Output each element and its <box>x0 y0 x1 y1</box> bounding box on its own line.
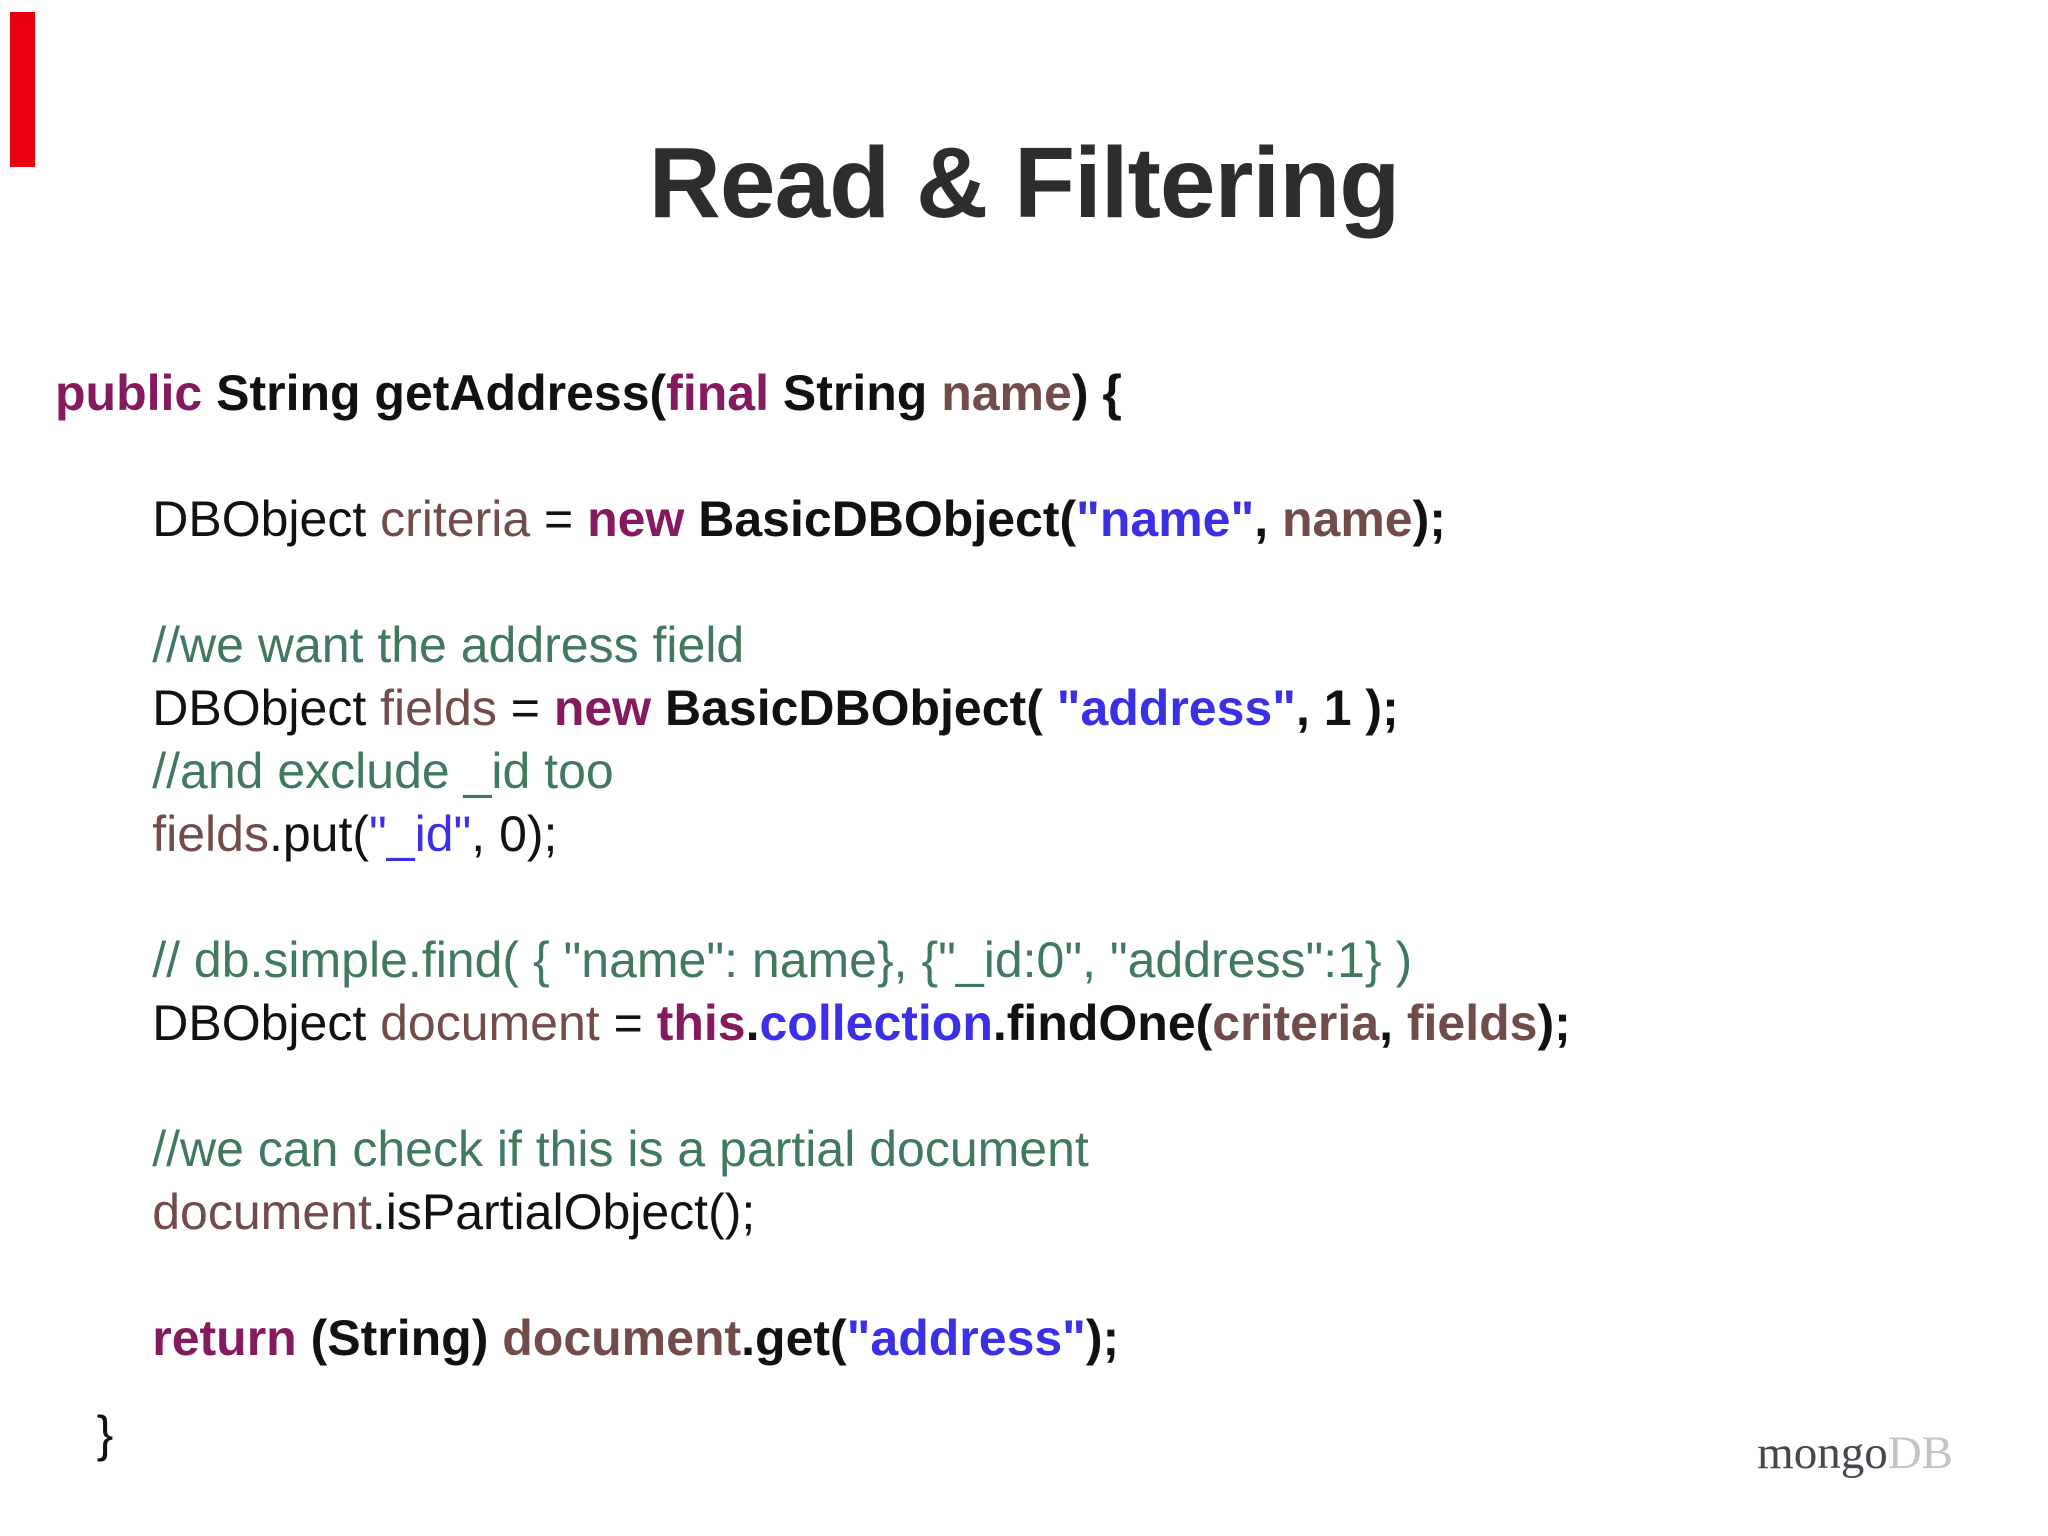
code-line: DBObject fields = new BasicDBObject( "ad… <box>55 677 1995 740</box>
code-token-plain: ); <box>1412 491 1446 547</box>
code-token-keyword: public <box>55 365 203 421</box>
code-token-plain: String <box>768 365 942 421</box>
code-token-keyword: this <box>656 995 746 1051</box>
code-token-string: "address" <box>1056 680 1296 736</box>
code-token-comment: //we want the address field <box>55 617 745 673</box>
code-token-comment: //we can check if this is a partial docu… <box>55 1121 1089 1177</box>
code-token-variable: name <box>1281 491 1413 547</box>
mongodb-logo-db: DB <box>1887 1427 1953 1479</box>
code-token-variable: document <box>380 995 600 1051</box>
code-token-keyword: return <box>152 1310 297 1366</box>
code-token-variable: name <box>941 365 1072 421</box>
code-token-plain: ); <box>1085 1310 1120 1366</box>
code-line: //we want the address field <box>55 614 1995 677</box>
code-line: } <box>55 1403 1995 1466</box>
code-token-plain: String getAddress( <box>202 365 667 421</box>
code-token-plain: ); <box>1537 995 1571 1051</box>
code-token-variable: document <box>502 1310 742 1366</box>
code-token-variable: criteria <box>380 491 531 547</box>
code-token-plain: .put( <box>268 806 370 862</box>
code-token-plain: } <box>55 1406 114 1462</box>
code-line: fields.put("_id", 0); <box>55 803 1995 866</box>
code-block: public String getAddress(final String na… <box>55 362 1995 1466</box>
code-token-variable: fields <box>1406 995 1538 1051</box>
code-token-plain: .get( <box>741 1310 847 1366</box>
code-token-plain: = <box>530 491 588 547</box>
code-line: DBObject document = this.collection.find… <box>55 992 1995 1055</box>
code-token-string: "_id" <box>369 806 472 862</box>
code-token-plain: = <box>496 680 554 736</box>
code-token-string: "address" <box>846 1310 1086 1366</box>
code-blank-line <box>55 551 1995 614</box>
code-line: public String getAddress(final String na… <box>55 362 1995 425</box>
code-token-plain: , <box>1254 491 1282 547</box>
code-blank-line <box>55 1055 1995 1118</box>
code-token-comment: // db.simple.find( { "name": name}, {"_i… <box>55 932 1413 988</box>
code-token-plain: . <box>745 995 760 1051</box>
code-blank-line <box>55 866 1995 929</box>
slide-title: Read & Filtering <box>648 127 1401 239</box>
code-token-plain: BasicDBObject( <box>684 491 1077 547</box>
code-token-keyword: final <box>666 365 769 421</box>
code-line: DBObject criteria = new BasicDBObject("n… <box>55 488 1995 551</box>
code-token-keyword: new <box>587 491 685 547</box>
code-line: //and exclude _id too <box>55 740 1995 803</box>
code-token-plain: .findOne( <box>992 995 1213 1051</box>
code-token-plain: = <box>599 995 657 1051</box>
code-token-plain: ) { <box>1071 365 1122 421</box>
code-line: //we can check if this is a partial docu… <box>55 1118 1995 1181</box>
code-line: return (String) document.get("address"); <box>55 1307 1995 1370</box>
code-token-plain: , 1 ); <box>1295 680 1399 736</box>
code-token-comment: //and exclude _id too <box>55 743 614 799</box>
code-token-plain: DBObject <box>55 995 381 1051</box>
mongodb-logo: mongoDB <box>1757 1430 1953 1477</box>
code-token-plain <box>55 806 152 862</box>
code-token-variable: fields <box>380 680 497 736</box>
code-token-variable: fields <box>152 806 269 862</box>
code-token-plain: (String) <box>296 1310 503 1366</box>
code-blank-line <box>55 425 1995 488</box>
code-token-string: collection <box>759 995 993 1051</box>
code-token-plain: .isPartialObject(); <box>371 1184 756 1240</box>
code-token-keyword: new <box>553 680 652 736</box>
code-token-plain: DBObject <box>55 680 381 736</box>
code-line: document.isPartialObject(); <box>55 1181 1995 1244</box>
code-token-plain: DBObject <box>55 491 381 547</box>
mongodb-logo-mongo: mongo <box>1757 1427 1888 1479</box>
code-blank-line <box>55 1244 1995 1307</box>
code-token-plain: , <box>1379 995 1407 1051</box>
code-token-plain <box>55 1184 152 1240</box>
code-token-string: "name" <box>1076 491 1255 547</box>
code-token-variable: criteria <box>1212 995 1380 1051</box>
code-token-plain: BasicDBObject( <box>651 680 1057 736</box>
code-token-plain: , 0); <box>471 806 558 862</box>
red-accent-bar <box>10 12 35 167</box>
code-line: // db.simple.find( { "name": name}, {"_i… <box>55 929 1995 992</box>
code-token-variable: document <box>152 1184 372 1240</box>
code-token-plain <box>55 1310 152 1366</box>
